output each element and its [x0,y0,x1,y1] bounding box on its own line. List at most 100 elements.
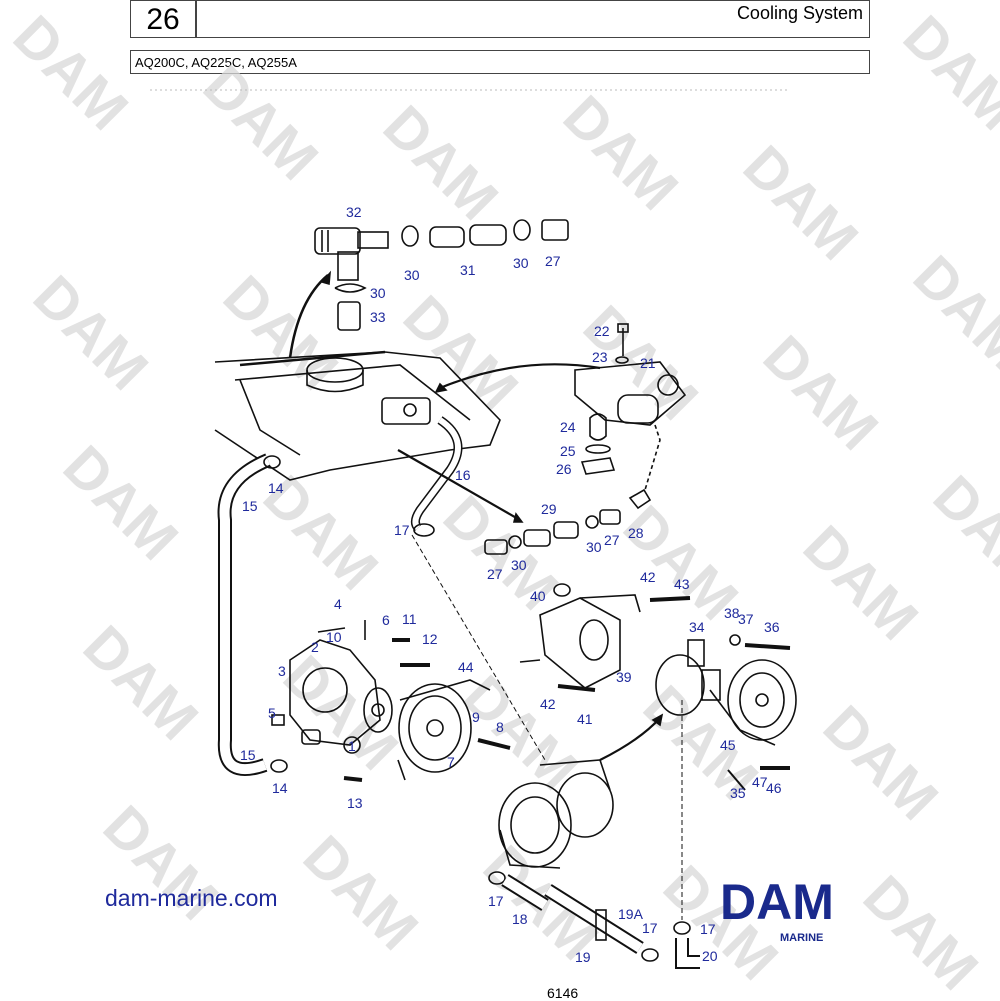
watermark: DAM [391,283,530,422]
callout-9: 9 [472,709,480,725]
crank-pulley [397,679,511,781]
logo-subtext: MARINE [780,932,823,944]
callout-43: 43 [674,576,690,592]
callout-19: 19 [575,949,591,965]
callout-30: 30 [370,285,386,301]
callout-41: 41 [577,711,593,727]
callout-31: 31 [460,262,476,278]
callout-13: 13 [347,795,363,811]
callout-38: 38 [724,605,740,621]
callout-33: 33 [370,309,386,325]
callout-42: 42 [540,696,556,712]
callout-46: 46 [766,780,782,796]
model-box: AQ200C, AQ225C, AQ255A [130,50,870,74]
callout-5: 5 [268,705,276,721]
callout-40: 40 [530,588,546,604]
engine-block [214,350,501,481]
callout-20: 20 [702,948,718,964]
callout-30: 30 [511,557,527,573]
watermark-layer: DAM DAM DAM DAM DAM DAM DAM DAM DAM DAM … [1,3,1000,1000]
thermostat-housing [574,323,687,510]
callout-17: 17 [700,921,716,937]
watermark: DAM [731,133,870,272]
watermark: DAM [551,83,690,222]
callout-45: 45 [720,737,736,753]
top-tee-fitting [288,219,569,359]
callout-8: 8 [496,719,504,735]
callout-1: 1 [348,738,356,754]
callout-14: 14 [268,480,284,496]
lower-hose-15 [217,453,288,776]
watermark: DAM [751,323,890,462]
watermark: DAM [291,823,430,962]
callout-25: 25 [560,443,576,459]
callout-labels: 32 30 31 30 27 30 33 22 2 3 21 24 25 26 1… [240,204,782,965]
pipe-fittings-row [484,509,621,555]
callout-39: 39 [616,669,632,685]
watermark: DAM [371,93,510,232]
callout-34: 34 [689,619,705,635]
callout-30: 30 [586,539,602,555]
callout-17: 17 [394,522,410,538]
watermark: DAM [791,513,930,652]
dam-marine-logo: DAM MARINE [720,875,834,944]
logo-text: DAM [720,875,834,930]
watermark: DAM [71,613,210,752]
callout-15: 15 [242,498,258,514]
model-list: AQ200C, AQ225C, AQ255A [135,55,297,70]
callout-32: 32 [346,204,362,220]
callout-16: 16 [455,467,471,483]
callout-22: 22 [594,323,610,339]
watermark: DAM [891,3,1000,142]
callout-36: 36 [764,619,780,635]
sea-water-pump [655,634,797,791]
callout-11: 11 [402,611,417,627]
parts-drawing [214,219,797,969]
callout-7: 7 [447,754,455,770]
callout-4: 4 [334,596,342,612]
callout-27: 27 [604,532,620,548]
callout-28: 28 [628,525,644,541]
bypass-hoses [397,363,601,761]
callout-27: 27 [545,253,561,269]
page-number: 26 [130,0,196,38]
water-pump [271,620,430,782]
callout-29: 29 [541,501,557,517]
callout-17: 17 [642,920,658,936]
title-box: Cooling System [196,0,870,38]
callout-37: 37 [738,611,754,627]
callout-24: 24 [560,419,576,435]
callout-6: 6 [382,612,390,628]
watermark: DAM [51,433,190,572]
callout-42: 42 [640,569,656,585]
alternator-bracket [519,583,691,692]
watermark: DAM [191,53,330,192]
callout-47: 47 [752,774,768,790]
callout-2: 2 [311,639,319,655]
lower-hoses [488,700,700,969]
callout-30: 30 [404,267,420,283]
watermark: DAM [271,643,410,782]
callout-26: 26 [556,461,572,477]
callout-35: 35 [730,785,746,801]
callout-30: 30 [513,255,529,271]
callout-15: 15 [240,747,256,763]
callout-18: 18 [512,911,528,927]
drive-pulleys [498,713,664,869]
watermark: DAM [901,243,1000,382]
callout-19a: 19A [618,906,644,922]
drawing-number: 6146 [547,985,579,1001]
website-link[interactable]: dam-marine.com [105,885,278,911]
watermark: DAM [631,673,770,812]
callout-3: 3 [278,663,286,679]
callout-10: 10 [326,629,342,645]
watermark: DAM [811,693,950,832]
callout-12: 12 [422,631,438,647]
watermark: DAM [921,463,1000,602]
callout-21: 21 [640,355,656,371]
watermark: DAM [1,3,140,142]
callout-14: 14 [272,780,288,796]
watermark: DAM [21,263,160,402]
watermark: DAM [451,663,590,802]
